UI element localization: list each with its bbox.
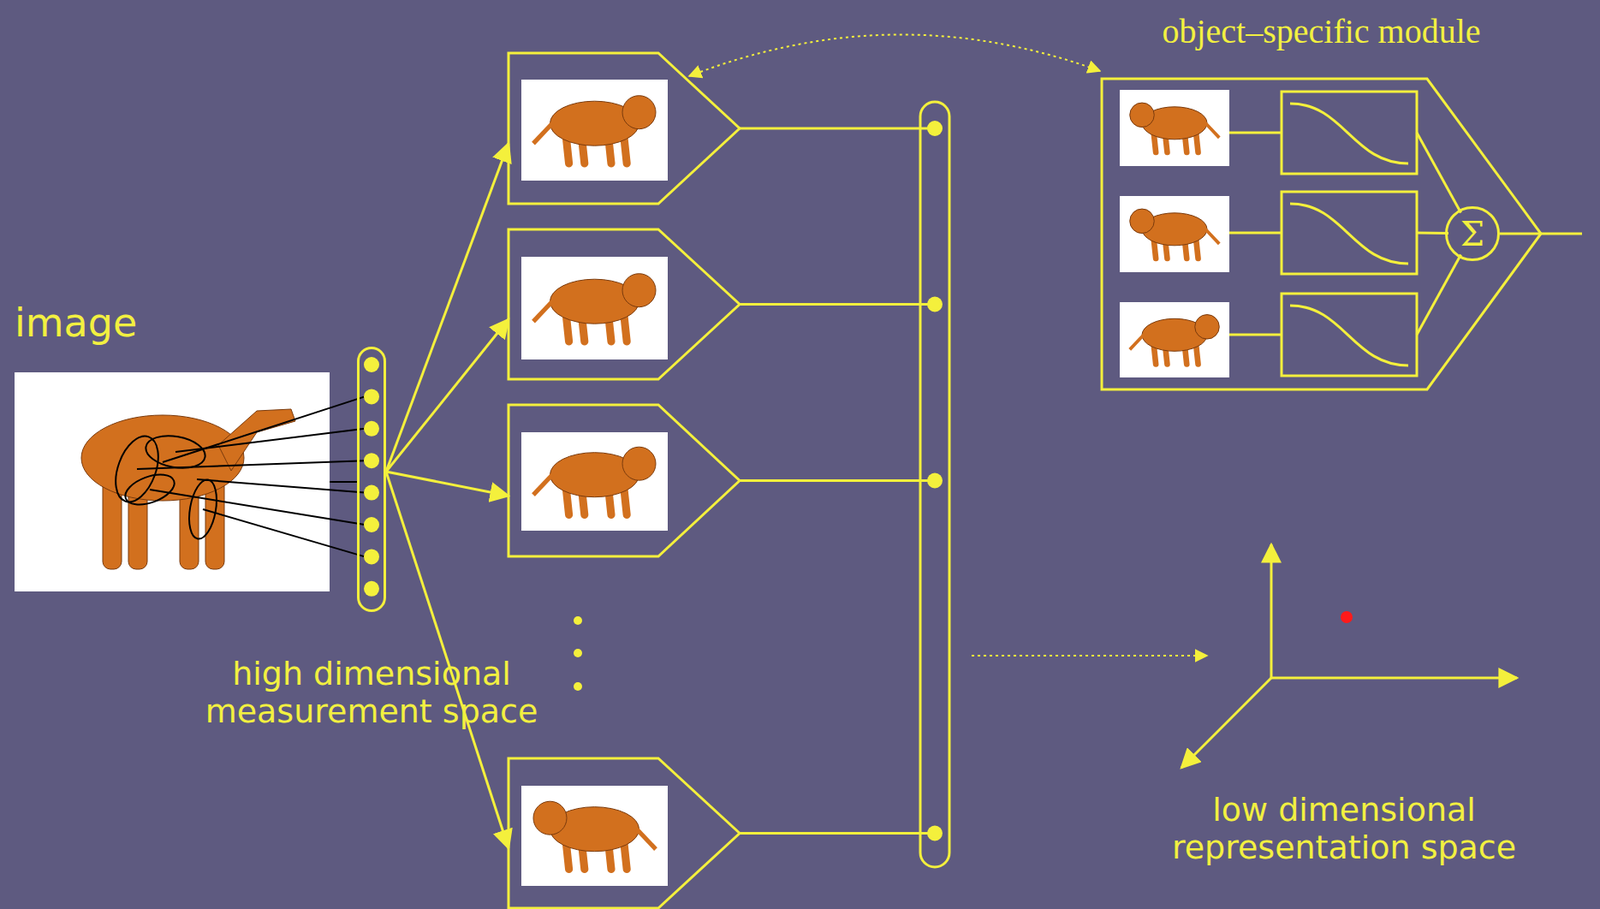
animal-tail bbox=[1130, 334, 1144, 350]
picture-ground bbox=[521, 79, 668, 181]
feature-line bbox=[136, 460, 365, 470]
ellipsis-dot bbox=[573, 616, 583, 625]
measurement-dot bbox=[363, 356, 380, 373]
node-text: image bbox=[14, 300, 137, 346]
animal-tail bbox=[1205, 229, 1220, 244]
sum-node: Σ bbox=[1445, 206, 1500, 262]
module-link bbox=[689, 34, 1101, 77]
output-dot bbox=[927, 826, 943, 842]
feature-line bbox=[149, 489, 365, 525]
animal-tail bbox=[533, 475, 553, 495]
ellipsis-dot bbox=[573, 682, 583, 691]
measurement-dot bbox=[363, 485, 380, 501]
module-output bbox=[1499, 232, 1583, 236]
animal-head bbox=[533, 801, 567, 835]
picture-ground bbox=[521, 432, 668, 531]
measurement-arrow bbox=[386, 319, 509, 472]
measurement-arrow bbox=[386, 471, 509, 496]
picture-ground bbox=[521, 785, 668, 887]
feature-line bbox=[162, 396, 365, 463]
module-outline bbox=[1101, 78, 1541, 390]
animal-head bbox=[1195, 315, 1220, 340]
animal-head bbox=[1130, 102, 1155, 128]
animal-tail bbox=[533, 123, 553, 143]
feature-line bbox=[196, 479, 365, 494]
sigmoid-box bbox=[1281, 91, 1417, 174]
feature-line bbox=[202, 509, 365, 557]
camel-body bbox=[81, 415, 244, 501]
animal-head bbox=[1130, 208, 1155, 234]
animal-tail bbox=[636, 829, 656, 850]
output-dot bbox=[927, 297, 943, 313]
sigmoid-curve bbox=[1290, 103, 1409, 164]
measurement-dot bbox=[363, 421, 380, 437]
measurement-arrow bbox=[386, 143, 509, 472]
sum-wire bbox=[1416, 255, 1461, 335]
axis bbox=[1271, 677, 1517, 680]
reference-module bbox=[508, 229, 740, 380]
measurement-column: high dimensional measurement space bbox=[356, 346, 387, 613]
animal-tail bbox=[533, 301, 553, 322]
measurement-dot bbox=[363, 548, 380, 565]
module-wire bbox=[1229, 231, 1282, 235]
reference-output bbox=[739, 479, 935, 482]
measurement-dot bbox=[363, 452, 380, 469]
mapping-arrow bbox=[971, 654, 1208, 657]
reference-module bbox=[508, 758, 740, 909]
sigmoid-curve bbox=[1290, 203, 1409, 264]
measurement-dot bbox=[363, 517, 380, 533]
image-ground bbox=[14, 372, 330, 592]
reference-module bbox=[508, 404, 740, 557]
connector bbox=[329, 481, 357, 483]
sigmoid-box bbox=[1281, 293, 1417, 376]
module-wire bbox=[1229, 333, 1282, 337]
reference-output bbox=[739, 303, 935, 306]
output-dot bbox=[927, 473, 943, 489]
picture-ground bbox=[521, 256, 668, 360]
picture-ground bbox=[1119, 196, 1230, 273]
output-dot bbox=[927, 120, 943, 137]
measurement-dot bbox=[363, 581, 380, 597]
animal-head bbox=[622, 446, 656, 481]
module-wire bbox=[1229, 131, 1282, 135]
reference-output bbox=[739, 832, 935, 835]
picture-ground bbox=[1119, 89, 1230, 167]
measurement-dot bbox=[363, 388, 380, 405]
sum-wire bbox=[1416, 132, 1461, 213]
axis-label: low dimensional representation space bbox=[1104, 791, 1584, 867]
axis bbox=[1270, 544, 1273, 679]
sigmoid-box bbox=[1281, 191, 1417, 274]
picture-ground bbox=[1119, 302, 1230, 378]
output-column bbox=[920, 101, 950, 868]
reference-module bbox=[508, 53, 740, 204]
node-text: object–specific module bbox=[1161, 11, 1481, 52]
ellipsis-dot bbox=[573, 648, 583, 658]
node-text: high dimensional measurement space bbox=[157, 655, 586, 731]
object-module: object–specific moduleΣ bbox=[1101, 78, 1541, 390]
sigmoid-curve bbox=[1290, 305, 1409, 366]
sum-wire bbox=[1416, 231, 1449, 236]
image-box: image bbox=[14, 372, 330, 592]
axis bbox=[1181, 678, 1272, 768]
node-text: Σ bbox=[1460, 214, 1485, 254]
animal-head bbox=[622, 273, 656, 308]
representation-point bbox=[1340, 611, 1353, 624]
reference-output bbox=[739, 127, 935, 131]
animal-tail bbox=[1205, 123, 1220, 138]
animal-head bbox=[622, 95, 656, 130]
